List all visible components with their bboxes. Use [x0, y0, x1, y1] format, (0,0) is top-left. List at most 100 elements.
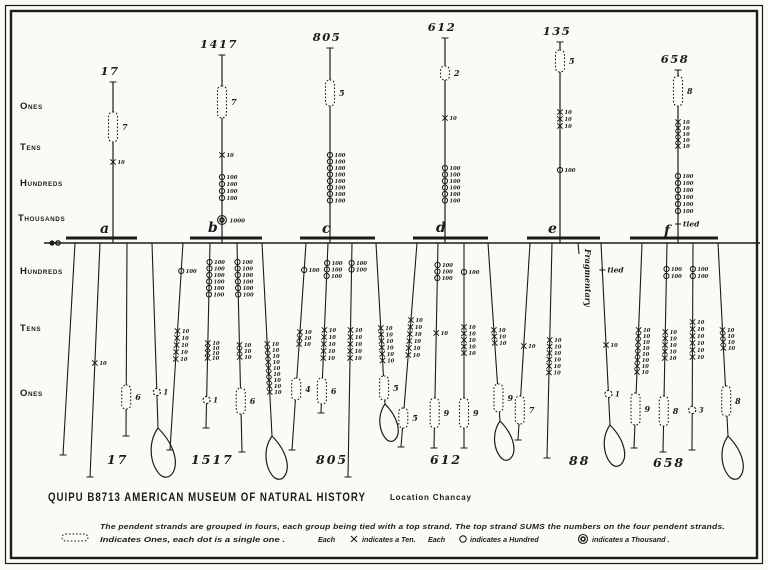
hundred-knot-icon [434, 274, 441, 282]
ten-knot-icon [689, 353, 696, 361]
hundred-knot-icon [234, 271, 241, 279]
ten-knot-icon [405, 344, 412, 352]
ten-knot-label: 10 [181, 343, 189, 349]
ten-knot-icon [320, 340, 327, 348]
hundred-knot-icon [326, 197, 334, 204]
ten-knot-icon [689, 339, 696, 347]
pendant-line [577, 242, 580, 255]
hundred-knot-label: 100 [214, 286, 225, 292]
ten-knot-icon [379, 350, 386, 358]
ten-knot-label: 10 [227, 153, 235, 159]
hundred-knot-label: 100 [214, 280, 225, 286]
hundred-knot-label: 100 [213, 293, 224, 299]
ten-knot-label: 10 [554, 345, 562, 351]
sum-label-a: 17 [107, 452, 128, 467]
figure-note: The pendent strands are grouped in fours… [100, 522, 725, 531]
long-knot-count: 7 [231, 97, 237, 107]
ten-knot-label: 10 [469, 351, 477, 357]
top-strand-value-e: 135 [543, 24, 572, 38]
ten-knot-label: 10 [355, 335, 363, 341]
ten-knot-icon [520, 342, 527, 350]
pendant-line [62, 242, 76, 456]
long-knot-count: 2 [453, 68, 460, 78]
ten-knot-label: 10 [642, 358, 650, 364]
long-knot-count: 8 [673, 406, 679, 416]
ten-knot-icon [460, 330, 468, 337]
ten-knot-label: 10 [413, 346, 421, 352]
long-knot-count: 9 [507, 393, 513, 403]
ten-knot-icon [634, 344, 641, 352]
legend-text: Each [428, 535, 446, 544]
group-e: e1355101010100107101010101010Fragmentary… [514, 24, 626, 468]
ten-knot-icon [265, 370, 272, 378]
ten-knot-label: 10 [670, 330, 678, 336]
ten-knot-label: 10 [355, 342, 363, 348]
ten-knot-icon [405, 351, 412, 359]
ten-knot-label: 10 [697, 327, 705, 333]
group-letter-b: b [208, 220, 218, 236]
hundred-knot-label: 100 [332, 261, 343, 267]
long-knot-icon [324, 79, 336, 107]
scale-label-tens: TENS [20, 323, 41, 334]
ten-knot-icon [602, 341, 610, 349]
ten-knot-label: 10 [272, 342, 280, 348]
figure-location: Location Chancay [390, 493, 472, 502]
long-knot-icon [216, 85, 228, 119]
long-knot-count: 9 [444, 408, 450, 418]
hundred-knot-label: 100 [242, 260, 253, 266]
ten-knot-icon [296, 340, 303, 348]
ten-knot-label: 10 [642, 352, 650, 358]
ten-knot-icon [674, 130, 682, 138]
hundred-knot-label: 100 [356, 268, 367, 274]
group-f: f65881010101010100100100100100100tied101… [630, 52, 744, 480]
sum-label-f: 658 [653, 455, 685, 470]
ten-knot-icon [674, 118, 682, 126]
ten-knot-icon [460, 336, 468, 344]
hundred-knot-icon [235, 291, 242, 298]
sum-label-e: 88 [569, 453, 590, 468]
ten-knot-label: 10 [385, 326, 393, 332]
long-knot-icon [721, 385, 732, 417]
legend-thousand-icon [577, 533, 589, 545]
legend-text: indicates a Thousand . [592, 535, 669, 544]
hundred-knot-label: 100 [214, 260, 225, 266]
hundred-knot-label: 100 [335, 153, 346, 159]
scale-label-hundreds: HUNDREDS [20, 178, 63, 189]
long-knot-count: 7 [529, 405, 535, 415]
hundred-knot-icon [218, 173, 226, 181]
hundred-knot-icon [326, 151, 334, 159]
ten-knot-label: 10 [274, 378, 282, 384]
ten-knot-label: 10 [683, 144, 691, 150]
ten-knot-icon [674, 136, 682, 144]
ten-knot-label: 10 [274, 390, 282, 396]
hundred-knot-label: 100 [243, 286, 254, 292]
hundred-knot-icon [674, 179, 682, 187]
ten-knot-icon [264, 352, 271, 360]
fragmentary-label: Fragmentary [583, 248, 593, 308]
hundred-knot-icon [689, 272, 696, 280]
ten-knot-label: 10 [304, 330, 312, 336]
ten-knot-icon [491, 339, 498, 347]
top-strand-value-b: 1417 [200, 37, 238, 51]
ten-knot-icon [441, 114, 449, 122]
hundred-knot-label: 100 [214, 267, 225, 273]
hundred-knot-label: 100 [450, 186, 461, 192]
ten-knot-label: 10 [244, 343, 252, 349]
ten-knot-icon [321, 326, 328, 334]
ten-knot-label: 10 [554, 358, 562, 364]
ten-knot-label: 10 [565, 117, 573, 123]
hundred-knot-label: 100 [335, 199, 346, 205]
hundred-knot-icon [218, 194, 226, 202]
tied-label: tied [607, 266, 624, 275]
scale-label-thousands: THOUSANDS [18, 213, 65, 224]
scale-label-ones: ONES [20, 101, 43, 112]
ten-knot-label: 10 [697, 355, 705, 361]
ten-knot-icon [173, 334, 181, 342]
ten-knot-label: 10 [727, 334, 735, 340]
hundred-knot-icon [674, 186, 682, 194]
